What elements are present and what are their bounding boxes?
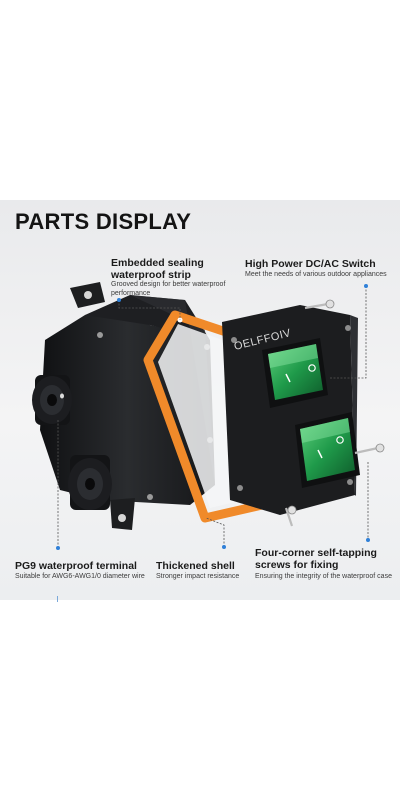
screws-title: Four-corner self-tapping screws for fixi…	[255, 547, 377, 571]
callout-leaders	[57, 286, 369, 548]
terminal-title: PG9 waterproof terminal	[15, 560, 137, 572]
switch-off-mark-icon	[336, 436, 344, 444]
sealing-strip-title-line2: waterproof strip	[111, 269, 191, 281]
screws-title-line1: Four-corner self-tapping	[255, 547, 377, 559]
screws-title-line2: screws for fixing	[255, 559, 339, 571]
switch-lid: OELFFOIV	[222, 305, 358, 515]
sealing-strip-title: Embedded sealing waterproof strip	[111, 257, 204, 281]
screw-top	[304, 299, 335, 310]
switch-off-mark-icon	[308, 364, 316, 372]
switch-on-mark-icon	[285, 373, 291, 383]
sealing-strip-desc-line2: performance	[111, 289, 151, 297]
page-title: PARTS DISPLAY	[15, 209, 192, 234]
switch-title: High Power DC/AC Switch	[245, 258, 376, 270]
parts-display-panel: PARTS DISPLAY Embedded sealing waterproo…	[0, 200, 400, 600]
leader-line-tail	[57, 596, 58, 602]
rocker-switch-upper	[262, 338, 328, 408]
cable-gland-lower	[68, 455, 112, 510]
callout-dots	[56, 284, 370, 550]
junction-box-illustration: OELFFOIV	[32, 282, 385, 550]
shell-title: Thickened shell	[156, 560, 235, 572]
shell-desc: Stronger impact resistance	[156, 573, 240, 580]
sealing-strip-desc: Grooved design for better waterproof per…	[111, 281, 225, 298]
terminal-desc: Suitable for AWG6-AWG1/0 diameter wire	[15, 573, 145, 580]
screws-desc: Ensuring the integrity of the waterproof…	[255, 573, 392, 580]
switch-on-mark-icon	[317, 449, 323, 459]
sealing-strip-desc-line1: Grooved design for better waterproof	[111, 281, 226, 288]
screw-bottom	[284, 505, 297, 527]
sealing-strip-title-line1: Embedded sealing	[111, 257, 204, 269]
cable-gland-upper	[32, 375, 72, 425]
screw-right	[354, 443, 385, 455]
rocker-switch-lower	[295, 412, 360, 488]
switch-desc: Meet the needs of various outdoor applia…	[245, 271, 387, 278]
